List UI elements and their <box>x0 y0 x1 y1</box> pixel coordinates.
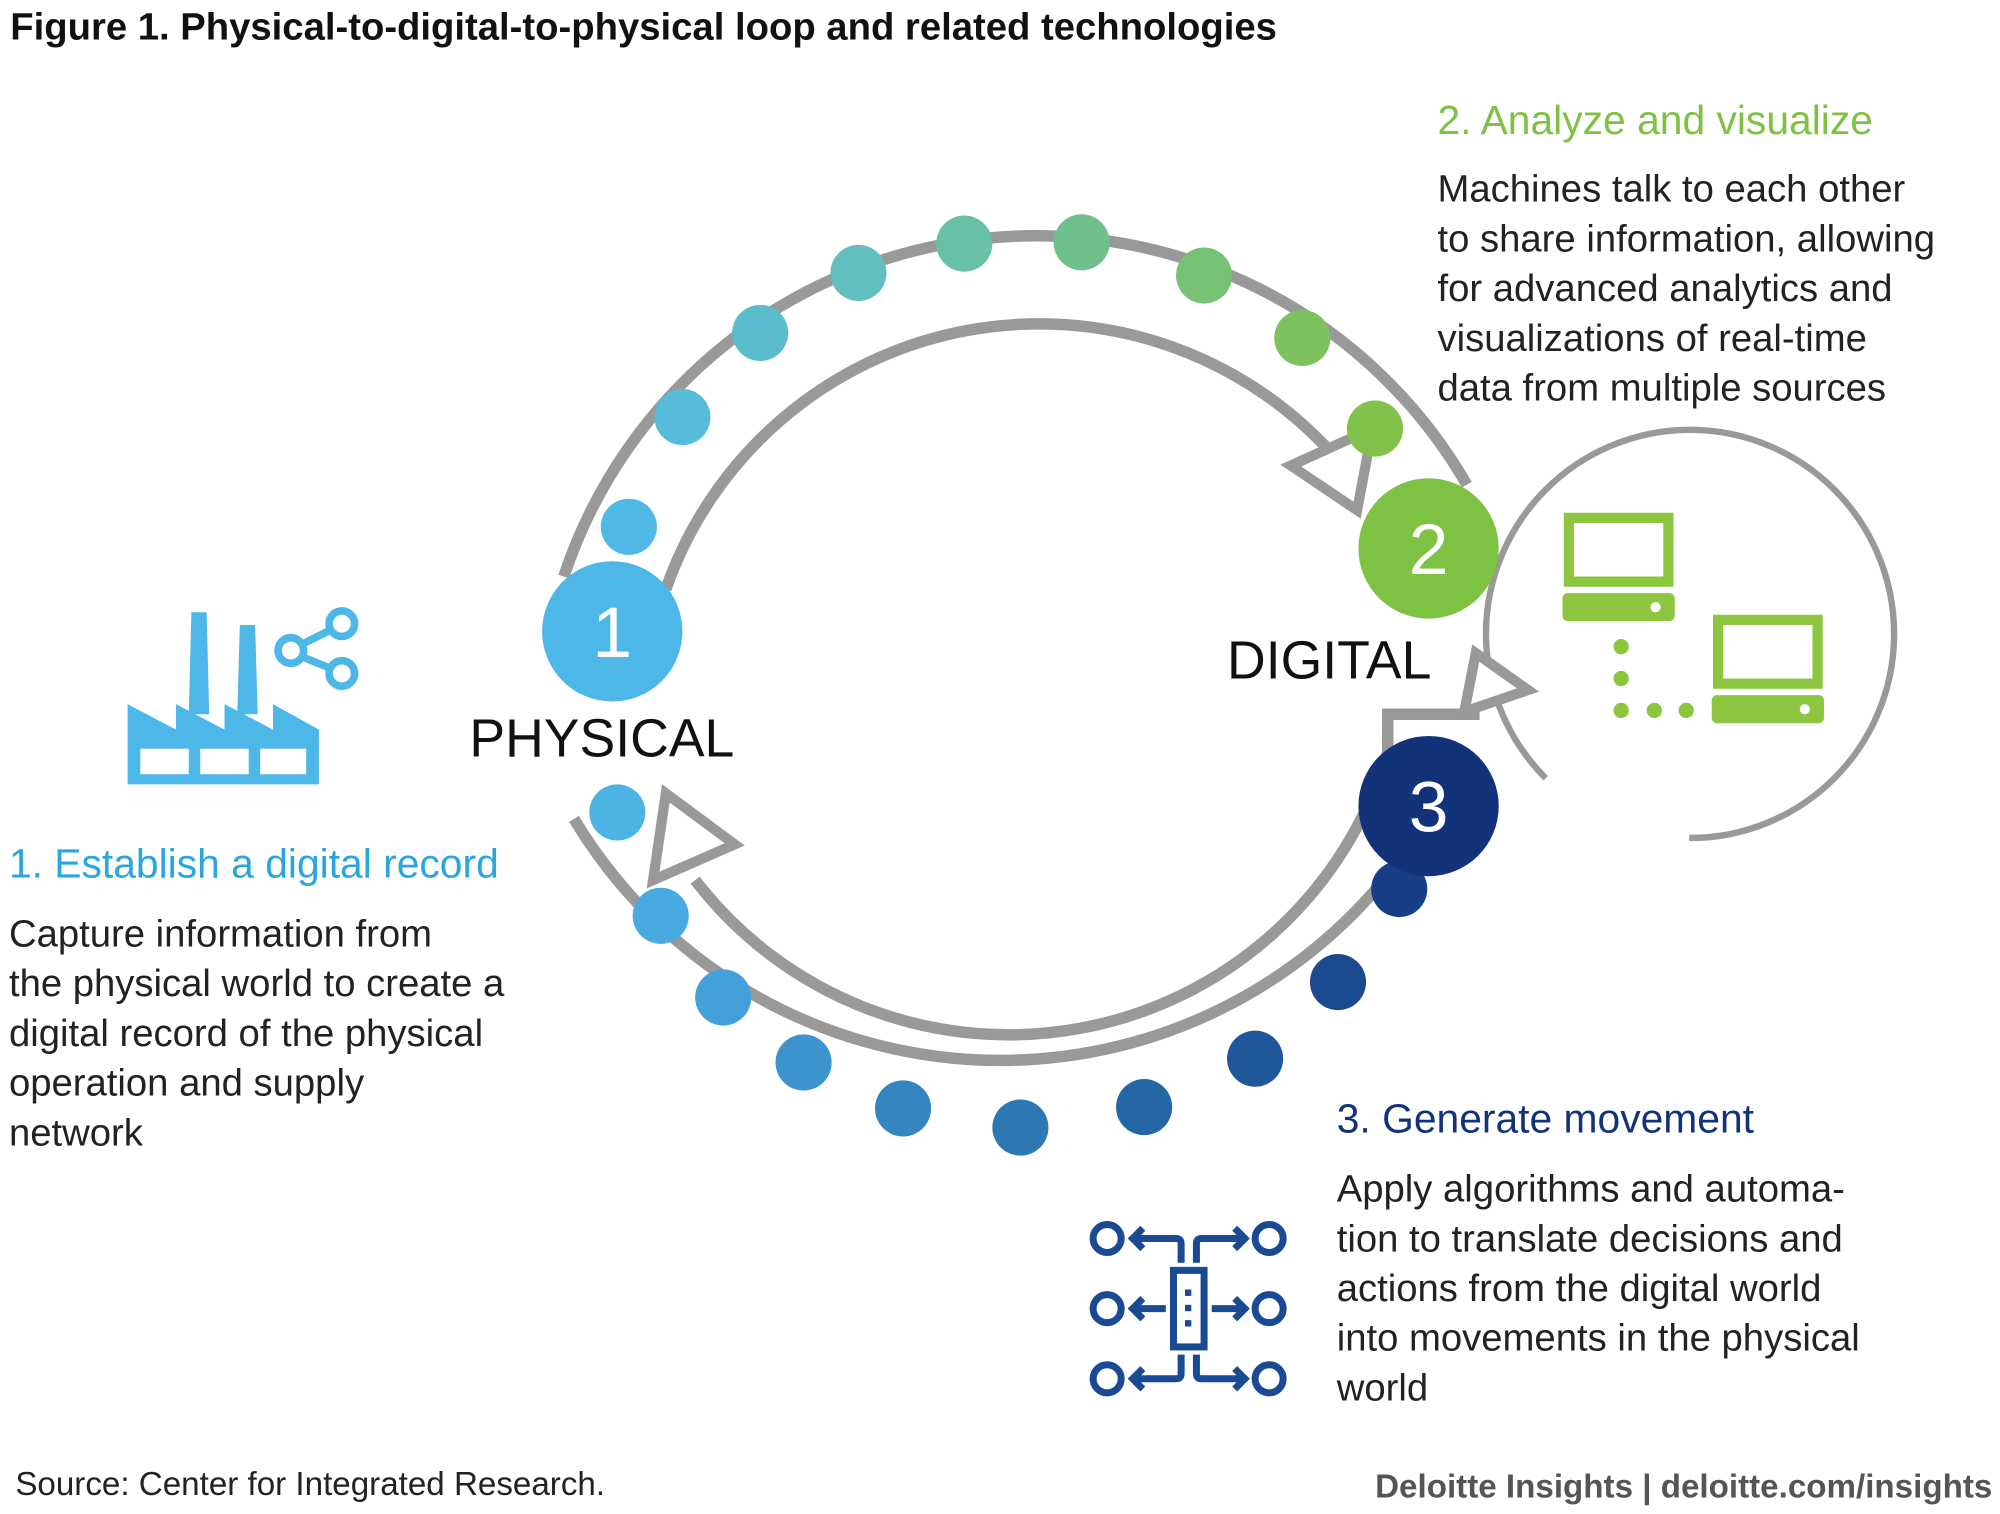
inner-upper-arc <box>660 318 1344 592</box>
source-note: Source: Center for Integrated Research. <box>15 1466 605 1503</box>
step-2-badge: 2 <box>1358 478 1499 619</box>
distribution-arrows-icon <box>1089 1220 1287 1397</box>
brand-credit: Deloitte Insights | deloitte.com/insight… <box>1375 1468 1992 1505</box>
text-line: operation and supply <box>9 1062 365 1105</box>
step-3-number: 3 <box>1409 768 1449 848</box>
factory-share-icon <box>127 607 359 785</box>
upper-dots <box>600 214 1404 555</box>
text-line: Capture information from <box>9 912 432 955</box>
step-1-description: Capture information from the physical wo… <box>9 912 515 1154</box>
dot <box>1116 1079 1173 1136</box>
dot <box>1309 954 1367 1011</box>
dot <box>1274 309 1331 367</box>
step-3-description: Apply algorithms and automa- tion to tra… <box>1336 1168 1871 1410</box>
text-line: digital record of the physical <box>9 1012 483 1055</box>
arrowhead-icon <box>646 784 745 889</box>
text-line: for advanced analytics and <box>1437 267 1892 310</box>
step-2-number: 2 <box>1409 510 1449 590</box>
step-3-heading: 3. Generate movement <box>1337 1096 1755 1142</box>
computers-network-icon <box>1562 512 1824 724</box>
step-1-number: 1 <box>592 593 632 673</box>
dot <box>936 215 993 272</box>
text-line: the physical world to create a <box>9 962 505 1005</box>
dot <box>600 498 657 555</box>
dot <box>1346 400 1404 457</box>
step-2-heading: 2. Analyze and visualize <box>1437 97 1872 143</box>
text-line: world <box>1336 1366 1428 1409</box>
dot <box>992 1099 1049 1156</box>
digital-circle <box>1482 426 1898 842</box>
dot <box>1053 214 1110 271</box>
dot <box>632 887 689 944</box>
lower-dots <box>589 784 1428 1156</box>
text-line: tion to translate decisions and <box>1337 1217 1843 1260</box>
dot <box>1371 860 1428 918</box>
text-line: to share information, allowing <box>1437 217 1935 260</box>
step-2-description: Machines talk to each other to share inf… <box>1437 168 1945 410</box>
figure-title: Figure 1. Physical-to-digital-to-physica… <box>10 6 1277 49</box>
step-1-badge: 1 <box>542 561 683 702</box>
text-line: Apply algorithms and automa- <box>1337 1168 1845 1211</box>
dot <box>1227 1030 1284 1087</box>
dot <box>1176 247 1233 304</box>
dot <box>732 304 789 361</box>
text-line: actions from the digital world <box>1337 1267 1822 1310</box>
arrowhead-icon <box>1280 419 1380 519</box>
physical-label: PHYSICAL <box>469 709 734 768</box>
dot <box>695 969 752 1026</box>
outer-lower-arc <box>569 750 1466 1067</box>
dot <box>875 1080 932 1137</box>
text-line: visualizations of real-time <box>1437 317 1866 360</box>
text-line: into movements in the physical <box>1337 1317 1860 1360</box>
step-3-badge: 3 <box>1358 735 1499 877</box>
step-3-circle <box>1358 735 1499 877</box>
inner-lower-arc <box>690 708 1480 1041</box>
arrowhead-icon <box>1457 644 1540 720</box>
text-line: data from multiple sources <box>1437 367 1886 410</box>
step-1-circle <box>542 561 683 702</box>
dot <box>830 244 887 302</box>
step-1-heading: 1. Establish a digital record <box>9 841 499 887</box>
digital-label: DIGITAL <box>1227 632 1431 691</box>
dot <box>589 784 646 841</box>
text-line: network <box>9 1111 144 1154</box>
dot <box>654 389 711 446</box>
step-2-circle <box>1358 478 1499 619</box>
text-line: Machines talk to each other <box>1437 168 1905 211</box>
dot <box>775 1034 832 1091</box>
arrowheads <box>646 419 1540 889</box>
